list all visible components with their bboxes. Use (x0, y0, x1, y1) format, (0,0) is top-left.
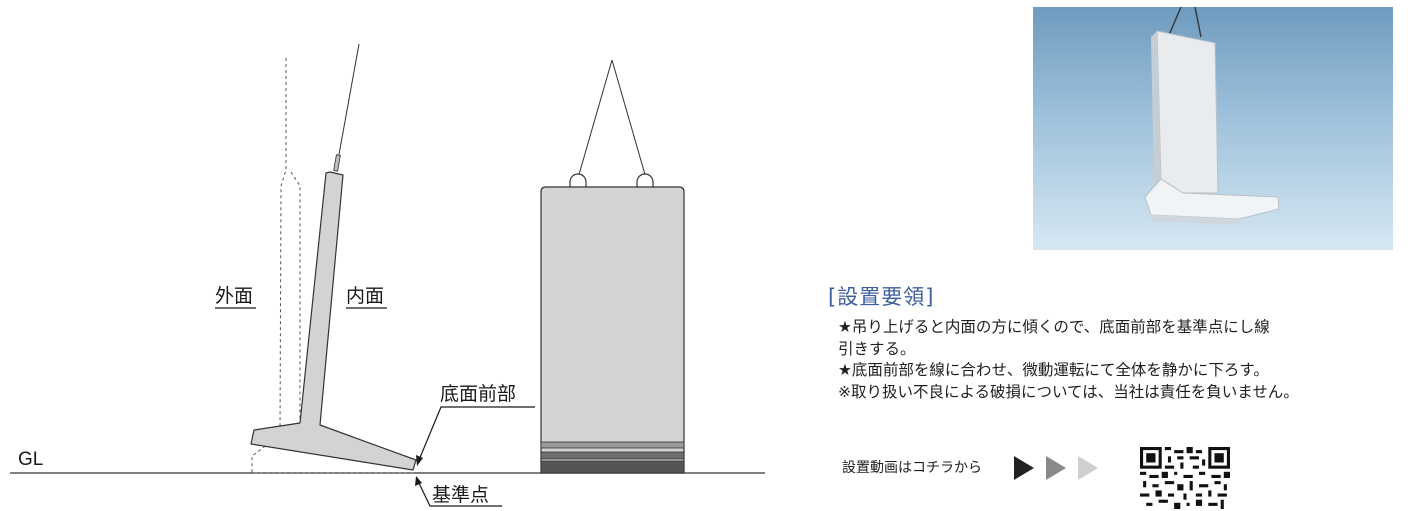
front-view-base-band-1 (540, 441, 685, 449)
lifting-loop-right (636, 173, 654, 190)
installation-diagram: GL 外面 内面 底面前部 基準点 (10, 43, 765, 507)
video-link-text[interactable]: 設置動画はコチラから (842, 460, 982, 476)
lifted-wall-illustration (1144, 7, 1280, 225)
arrow-icon-3 (1078, 456, 1098, 480)
lifting-photo (1033, 7, 1393, 250)
lifting-wire-left (577, 59, 613, 179)
lifting-wire-tilted (337, 43, 360, 161)
bottom-front-leader (418, 406, 535, 461)
lifting-loop-left (569, 173, 587, 190)
ground-line-label: GL (18, 449, 43, 470)
lifting-wire-right (611, 59, 647, 179)
instruction-line-4: ※取り扱い不良による破損については、当社は責任を負いません。 (838, 382, 1299, 401)
bottom-front-label: 底面前部 (440, 383, 516, 405)
instructions-title: [設置要領] (828, 285, 935, 309)
qr-code-icon[interactable] (1140, 447, 1230, 509)
instruction-line-1: ★吊り上げると内面の方に傾くので、底面前部を基準点にし線 (838, 318, 1270, 336)
inner-face-label: 内面 (346, 285, 384, 307)
wall-original-inner-outline (290, 171, 301, 435)
installation-instructions: [設置要領] ★吊り上げると内面の方に傾くので、底面前部を基準点にし線 引きする… (828, 283, 1408, 403)
reference-point-label: 基準点 (432, 484, 489, 506)
tilted-l-wall (250, 171, 417, 471)
arrow-icon-2 (1046, 456, 1066, 480)
bottom-front-arrowhead (416, 455, 423, 466)
lifting-hook-tilted (333, 154, 341, 172)
reference-point-leader (417, 480, 502, 507)
front-view-base-band-2 (540, 451, 685, 460)
arrow-icon-1 (1014, 456, 1034, 480)
outer-face-label: 外面 (215, 285, 253, 307)
instruction-line-2: 引きする。 (838, 339, 916, 358)
reference-point-arrowhead (415, 476, 422, 486)
front-view-base-band-3 (540, 460, 685, 474)
front-view-wall (540, 186, 685, 474)
instruction-line-3: ★底面前部を線に合わせ、微動運転にて全体を静かに下ろす。 (838, 361, 1269, 379)
